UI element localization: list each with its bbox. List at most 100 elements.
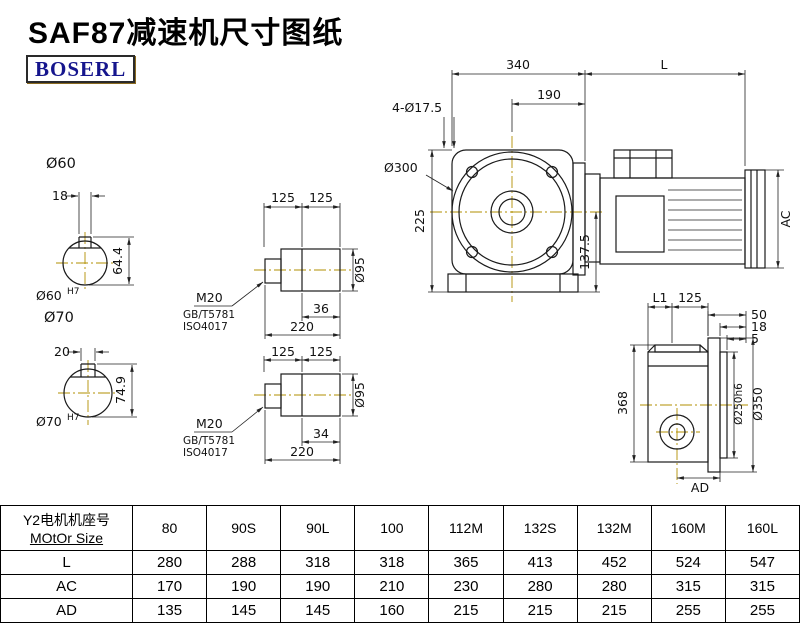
motor-body (599, 177, 746, 265)
dim-dia-upper: Ø95 (352, 257, 367, 283)
bore-60-tolerance: H7 (67, 287, 80, 297)
standard2-lower: ISO4017 (183, 447, 228, 459)
table-header-en: MOtOr Size (29, 530, 104, 546)
shaft-bore-circle (498, 198, 526, 226)
bore-70-dimensions: 20 74.9 Ø70 H7 (36, 344, 137, 429)
dim-cell: 190 (280, 574, 356, 599)
technical-drawing: Ø60 18 64.4 Ø60 H7 Ø70 20 74.9 (36, 57, 793, 495)
dim-keylen-upper: 36 (313, 301, 329, 316)
side-view: L1 125 50 18 5 368 Ø250h6 Ø350 AD (615, 290, 767, 495)
dim-cell: 280 (502, 574, 578, 599)
bore-60-keyway (69, 236, 101, 249)
motor-fins (668, 189, 742, 251)
dim-keyway-depth-70: 74.9 (113, 376, 128, 404)
shaft-upper-body (280, 248, 341, 292)
standard1-upper: GB/T5781 (183, 309, 235, 321)
size-header-cell: 90L (280, 505, 356, 551)
size-header-cell: 132S (502, 505, 578, 551)
dim-5: 5 (751, 331, 759, 346)
bore-60-label: Ø60 (36, 288, 62, 303)
dim-cell: 215 (502, 598, 578, 623)
hub-circle (490, 190, 534, 234)
bore-70-label: Ø70 (36, 414, 62, 429)
dim-cell: 190 (206, 574, 282, 599)
thread-label-upper: M20 (196, 290, 223, 305)
dim-l1: L1 (653, 290, 668, 305)
dim-cell: 288 (206, 550, 282, 575)
table-row-AC: AC 170 190 190 210 230 280 280 315 315 (0, 574, 800, 599)
shaft-view-lower: 125 125 M20 GB/T5781 ISO4017 34 220 Ø95 (183, 344, 367, 464)
motor-size-table: Y2电机机座号 MOtOr Size 80 90S 90L 100 112M 1… (0, 505, 800, 623)
table-row-AD: AD 135 145 145 160 215 215 215 255 255 (0, 598, 800, 623)
row-label-AC: AC (0, 574, 133, 599)
dim-overall-width: 340 (506, 57, 530, 72)
dim-18-side: 18 (751, 319, 767, 334)
dim-cell: 524 (650, 550, 726, 575)
dim-cell: 145 (206, 598, 282, 623)
size-header-cell: 112M (428, 505, 504, 551)
dim-cell: 230 (428, 574, 504, 599)
shaft-lower-thread-stub (264, 383, 282, 409)
bolt-holes-callout: 4-Ø17.5 (392, 100, 442, 115)
bore-section-70: Ø70 20 74.9 Ø70 H7 (36, 310, 137, 429)
dim-cell: 365 (428, 550, 504, 575)
dim-cell: 318 (280, 550, 356, 575)
base-ribs (465, 274, 561, 292)
dim-seg1-lower: 125 (271, 344, 295, 359)
dim-cell: 315 (724, 574, 800, 599)
front-view-centerlines (430, 136, 602, 302)
dim-cell: 255 (650, 598, 726, 623)
dim-height-225: 225 (412, 209, 427, 233)
bolt-holes (465, 165, 559, 259)
dim-125-side: 125 (678, 290, 702, 305)
gearbox-base (447, 273, 579, 293)
flange-dia-callout: Ø300 (384, 160, 418, 175)
front-view-dimensions: 340 L 190 4-Ø17.5 Ø300 225 137.5 AC (384, 57, 793, 293)
table-row-L: L 280 288 318 318 365 413 452 524 547 (0, 550, 800, 575)
dim-height-368: 368 (615, 391, 630, 415)
dim-cell: 547 (724, 550, 800, 575)
dim-cell: 170 (131, 574, 208, 599)
terminal-box (613, 149, 673, 179)
side-view-centerlines (640, 404, 748, 484)
shaft-upper-thread-stub (264, 258, 282, 284)
table-header-row: Y2电机机座号 MOtOr Size 80 90S 90L 100 112M 1… (0, 505, 800, 551)
dim-center-height: 137.5 (577, 234, 592, 270)
housing-body (647, 351, 709, 463)
dim-cell: 210 (354, 574, 430, 599)
size-header-cell: 90S (206, 505, 282, 551)
bore-60-circle (62, 240, 108, 286)
bore-70-keyway (70, 363, 106, 378)
front-view: 340 L 190 4-Ø17.5 Ø300 225 137.5 AC (384, 57, 793, 302)
bore-70-tolerance: H7 (67, 413, 80, 423)
dim-seg2-upper: 125 (309, 190, 333, 205)
bore-70-circle (63, 368, 113, 418)
dim-cell: 160 (354, 598, 430, 623)
dim-cell: 452 (576, 550, 652, 575)
size-header-cell: 100 (354, 505, 430, 551)
size-header-cell: 160L (724, 505, 800, 551)
output-bore-inner (668, 423, 686, 441)
bore-70-centerlines (58, 360, 118, 425)
flange-spigot-circle (458, 158, 566, 266)
fan-cowl (744, 169, 766, 269)
table-header-motor-size: Y2电机机座号 MOtOr Size (0, 505, 133, 551)
brand-logo: BOSERL (26, 55, 136, 83)
standard2-upper: ISO4017 (183, 321, 228, 333)
table-header-cn: Y2电机机座号 (22, 512, 111, 528)
bore-60-centerlines (56, 232, 114, 292)
dim-total-upper: 220 (290, 319, 314, 334)
dim-cell: 255 (724, 598, 800, 623)
dim-seg2-lower: 125 (309, 344, 333, 359)
row-label-L: L (0, 550, 133, 575)
size-header-cell: 132M (576, 505, 652, 551)
dim-cell: 318 (354, 550, 430, 575)
output-bore-outer (659, 414, 695, 450)
motor-stator-hatch (615, 195, 665, 253)
housing-top-cap (654, 344, 701, 353)
shaft-lower-body (280, 373, 341, 417)
dim-cell: 280 (131, 550, 208, 575)
bore-70-title: Ø70 (44, 310, 74, 326)
bore-section-60: Ø60 18 64.4 Ø60 H7 (36, 156, 134, 303)
dim-cell: 145 (280, 598, 356, 623)
